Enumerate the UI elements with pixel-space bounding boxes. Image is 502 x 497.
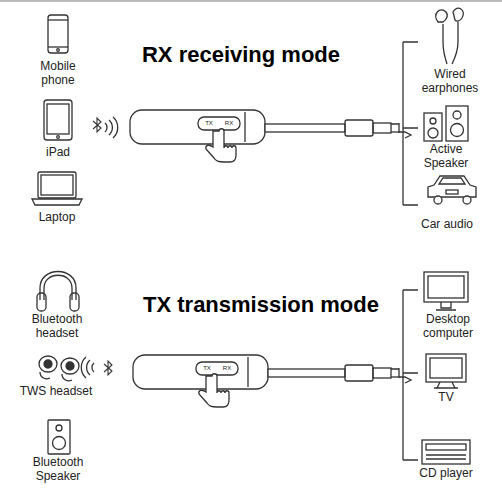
device-label: iPad <box>23 146 93 160</box>
switch-label: RX <box>222 120 236 127</box>
device-label: Mobile phone <box>23 60 93 88</box>
device-label: TWS headset <box>16 385 96 399</box>
device-label: Laptop <box>22 211 92 225</box>
device-label: Bluetooth headset <box>17 313 97 341</box>
section-title: TX transmission mode <box>111 292 411 317</box>
device-label: Bluetooth Speaker <box>18 456 98 484</box>
device-label: Car audio <box>407 218 487 232</box>
switch-label: TX <box>200 365 214 372</box>
switch-label: RX <box>220 365 234 372</box>
device-label: Desktop computer <box>408 313 488 341</box>
device-label: CD player <box>406 467 486 481</box>
device-label: Wired earphones <box>410 68 490 96</box>
device-label: Active Speaker <box>411 143 481 171</box>
section-title: RX receiving mode <box>91 42 391 67</box>
switch-label: TX <box>202 120 216 127</box>
device-label: TV <box>416 391 476 405</box>
